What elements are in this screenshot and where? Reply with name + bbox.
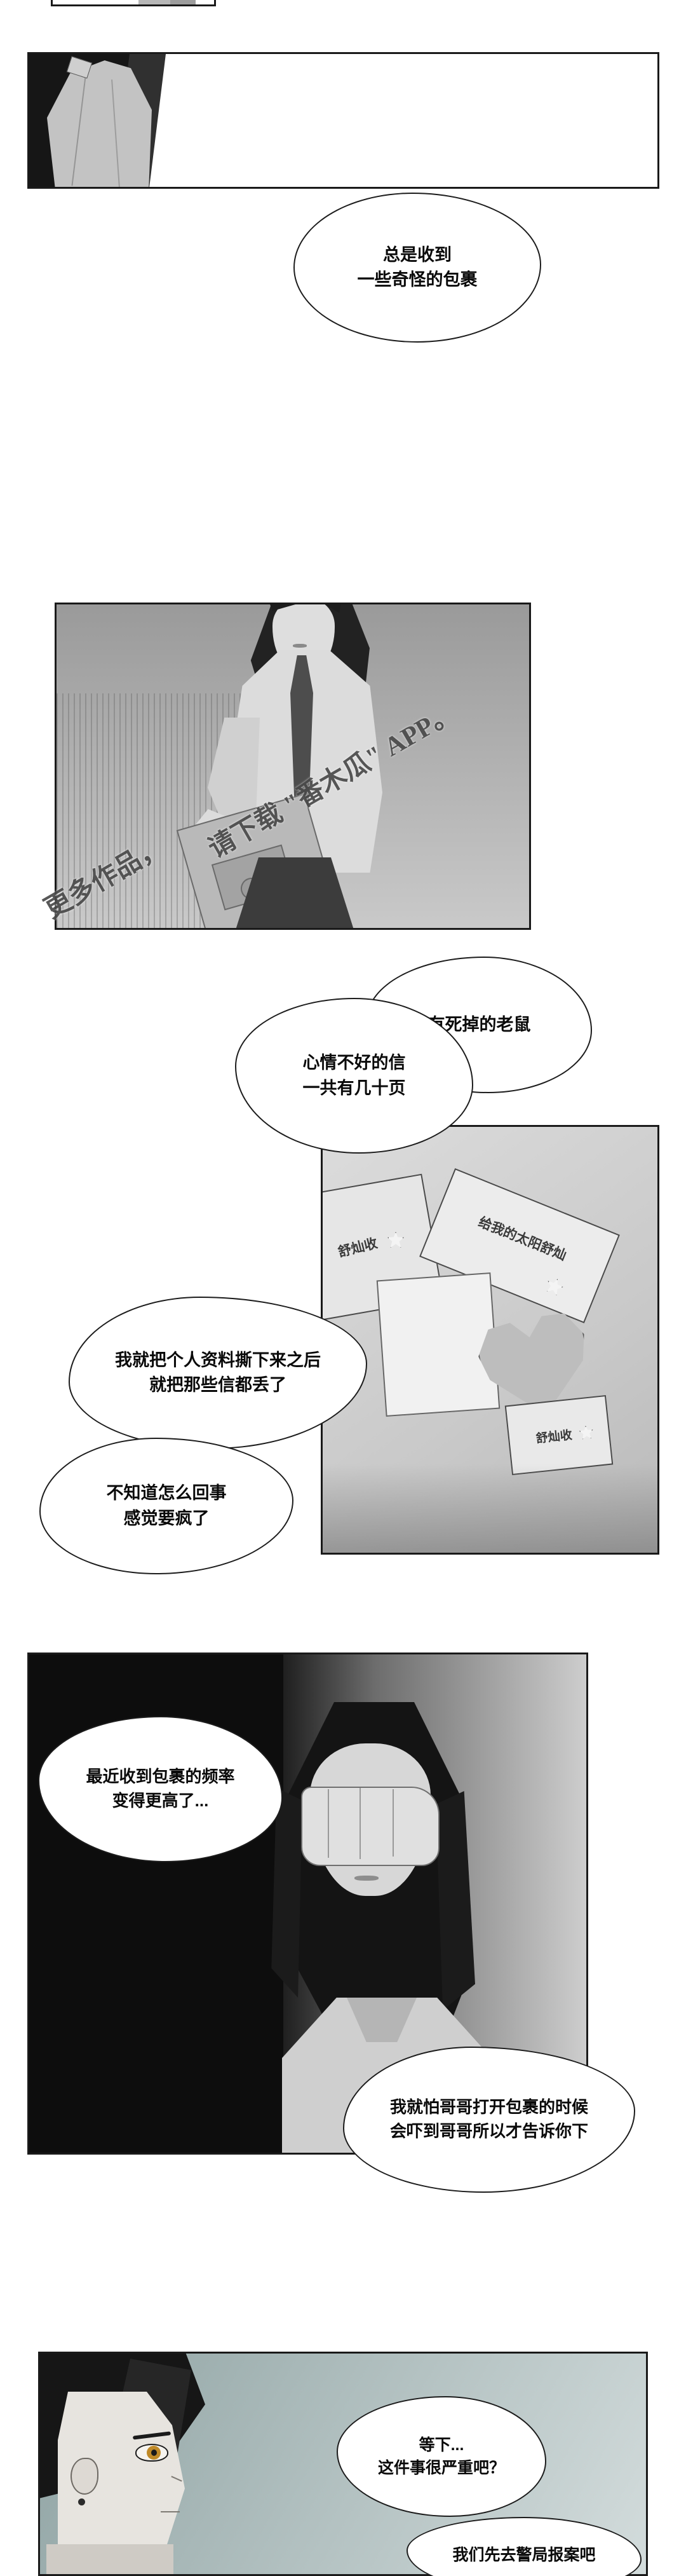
panel-girl-with-box xyxy=(55,603,531,930)
boy-earring xyxy=(78,2498,85,2505)
girl2-mouth xyxy=(354,1876,379,1881)
girl2-hair-strand-left xyxy=(271,1788,302,1998)
boy-mouth-line xyxy=(161,2511,180,2512)
speech-bubble-8: 等下... 这件事很严重吧？ xyxy=(337,2396,546,2517)
hand-finger-line-2 xyxy=(360,1788,361,1859)
letter-blank-sheet xyxy=(376,1272,501,1417)
speech-bubble-5: 不知道怎么回事 感觉要疯了 xyxy=(39,1438,293,1574)
speech-bubble-1: 总是收到 一些奇怪的包裹 xyxy=(293,193,541,343)
boy-eye-white xyxy=(135,2444,168,2462)
speech-bubble-6: 最近收到包裹的频率 变得更高了... xyxy=(38,1716,283,1862)
panel0-figure-shade xyxy=(170,0,196,4)
speech-bubble-3: 心情不好的信 一共有几十页 xyxy=(235,998,473,1154)
letters-shadow xyxy=(323,1464,657,1553)
hand-finger-line-1 xyxy=(328,1789,329,1858)
speech-bubble-4: 我就把个人资料撕下来之后 就把那些信都丢了 xyxy=(69,1297,367,1449)
boy-neck xyxy=(46,2544,173,2574)
girl-mouth xyxy=(293,644,307,648)
letter-2-text: 给我的太阳舒灿 xyxy=(476,1215,568,1264)
speech-bubble-7: 我就怕哥哥打开包裹的时候 会吓到哥哥所以才告诉你下 xyxy=(343,2047,635,2193)
letter-3-text: 舒灿收 xyxy=(535,1428,573,1446)
boy-ear xyxy=(71,2458,98,2495)
letter-1-text: 舒灿收 xyxy=(337,1236,379,1260)
hand-finger-line-3 xyxy=(393,1789,394,1857)
boy-eye-pupil xyxy=(151,2450,157,2456)
panel-girl-torso xyxy=(27,52,659,189)
panel-previous-cropped xyxy=(51,0,216,6)
panel-letters: 舒灿收 给我的太阳舒灿 舒灿收 xyxy=(321,1125,659,1555)
covering-hand xyxy=(301,1787,440,1866)
panel0-figure-right xyxy=(138,0,177,4)
